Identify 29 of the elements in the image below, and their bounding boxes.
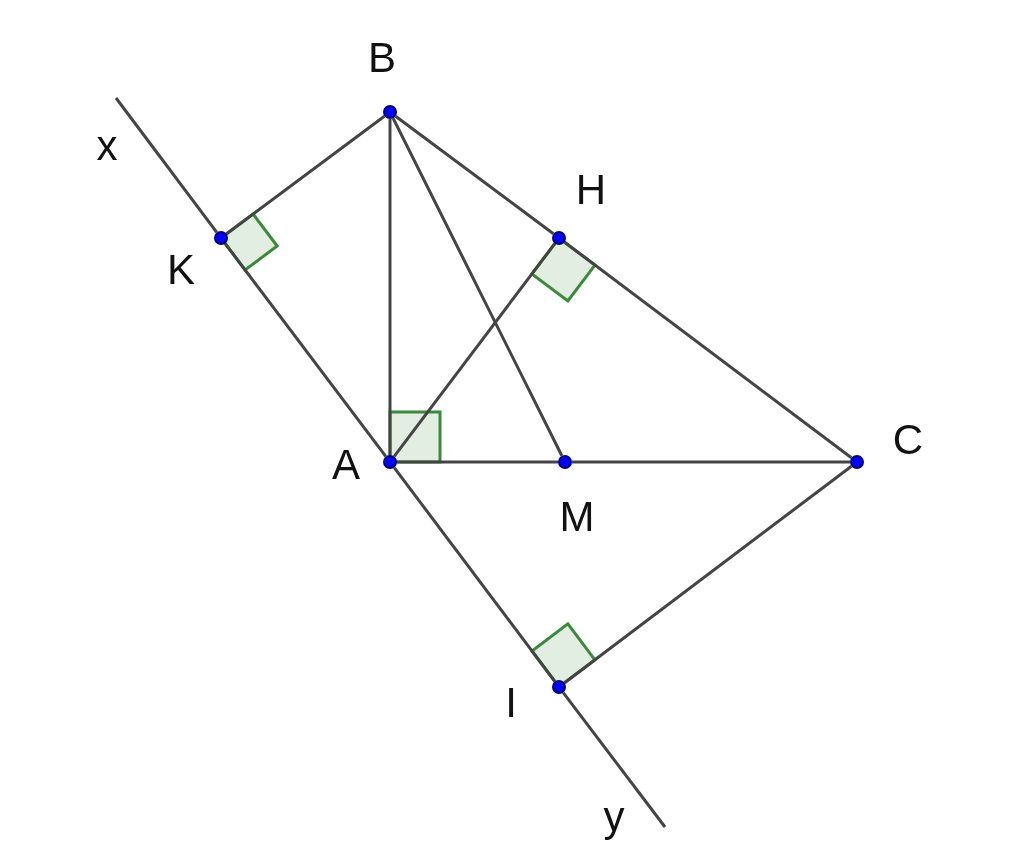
point — [552, 231, 566, 245]
line-segment — [393, 242, 556, 458]
point — [214, 231, 228, 245]
point-label: A — [332, 444, 360, 486]
point — [383, 105, 397, 119]
point — [558, 455, 572, 469]
point — [552, 680, 566, 694]
line-segment — [391, 117, 564, 457]
line-segment — [114, 97, 218, 234]
line-label: x — [96, 125, 118, 167]
point-label: M — [559, 496, 595, 538]
point-label: C — [892, 419, 924, 461]
point-label: B — [368, 37, 396, 79]
line-segment — [563, 465, 853, 684]
line-segment — [563, 241, 853, 459]
point-label: I — [505, 682, 517, 724]
line-segment — [394, 114, 555, 236]
line-segment — [572, 460, 850, 464]
point — [850, 455, 864, 469]
line-segment — [224, 242, 387, 458]
point-label: K — [167, 249, 195, 291]
point-label: H — [575, 169, 607, 211]
point — [383, 455, 397, 469]
line-segment — [393, 466, 556, 683]
line-segment — [562, 691, 667, 828]
line-segment — [397, 460, 558, 464]
line-segment — [388, 119, 392, 455]
line-segment — [225, 114, 386, 236]
line-label: y — [603, 796, 625, 838]
